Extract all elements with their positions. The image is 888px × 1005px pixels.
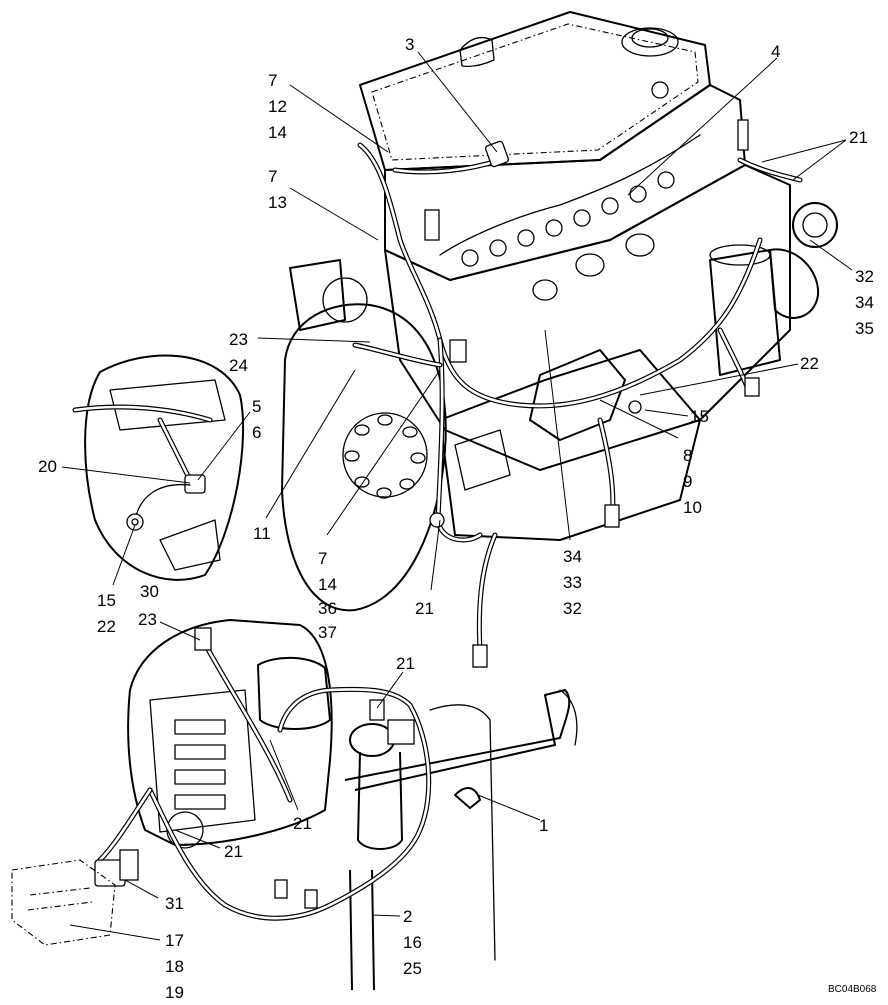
connector-7-13 — [424, 209, 440, 241]
block-core-plugs — [532, 233, 655, 301]
valve-cover-gasket-line — [371, 23, 699, 161]
valve-body-solenoids — [174, 719, 226, 810]
transmission-illustration — [11, 619, 578, 991]
head-ports — [461, 171, 675, 267]
callout-17-18-19: 17 18 19 — [165, 931, 189, 1000]
oil-filter-top — [709, 244, 771, 266]
callout-21-mid: 21 — [415, 599, 434, 618]
relay-31b — [119, 849, 139, 881]
engine-block — [384, 164, 791, 471]
inspection-cover — [454, 429, 511, 491]
injector-rail — [439, 134, 701, 256]
flywheel-bolt-circle — [342, 412, 428, 498]
callout-21-filter: 21 — [396, 654, 415, 673]
callout-31: 31 — [165, 894, 184, 913]
callout-1: 1 — [539, 816, 548, 835]
callout-labels: 3 4 7 12 14 7 13 21 32 34 35 23 24 22 15… — [38, 35, 879, 1002]
control-valve-body — [149, 689, 256, 833]
inset-ground-terminal — [126, 513, 144, 531]
callout-20: 20 — [38, 457, 57, 476]
callout-2-16-25: 2 16 25 — [403, 907, 427, 978]
callout-30: 30 — [140, 582, 159, 601]
callout-3: 3 — [405, 35, 414, 54]
callout-22-right: 22 — [800, 354, 819, 373]
frame-rail-outline — [429, 704, 496, 961]
flywheel-housing — [281, 303, 447, 612]
callout-21-top: 21 — [849, 128, 868, 147]
sensor-connector-3 — [484, 140, 510, 168]
mounting-post — [349, 869, 375, 991]
turbocharger-housing — [769, 248, 820, 319]
frame-clip-1 — [454, 787, 481, 809]
turbocharger-inlet — [792, 202, 838, 248]
inset-connector — [184, 474, 206, 494]
callout-23-lower: 23 — [138, 610, 157, 629]
valve-cover-plug — [651, 81, 669, 99]
reference-code: BC04B068 — [828, 984, 877, 995]
alternator-pulley — [322, 277, 368, 323]
inset-bracket — [109, 379, 226, 431]
inset-ground-wire — [134, 483, 191, 521]
ground-bolt-15 — [628, 400, 642, 414]
oil-filler-cap — [621, 27, 679, 57]
callout-34-33-32: 34 33 32 — [563, 547, 587, 618]
turbo-sensor-connector — [744, 377, 760, 397]
callout-32-34-35: 32 34 35 — [855, 267, 879, 338]
leader-lines — [61, 51, 853, 941]
callout-21-harness: 21 — [293, 814, 312, 833]
callout-5-6: 5 6 — [252, 397, 266, 442]
harness-clip-lower-2 — [304, 889, 318, 909]
callout-15-right: 15 — [690, 407, 709, 426]
connector-23 — [194, 627, 212, 651]
frame-crossmember — [344, 689, 571, 791]
filter-connector — [387, 719, 415, 745]
transmission-housing — [127, 619, 333, 846]
starter-motor — [529, 349, 626, 441]
inset-detail-view — [72, 354, 245, 581]
control-box-17 — [11, 859, 116, 946]
callout-7-12-14: 7 12 14 — [268, 71, 292, 142]
oil-filler-cap-top — [631, 28, 669, 48]
callout-4: 4 — [771, 42, 780, 61]
callout-7-14-36-37: 7 14 36 37 — [318, 549, 342, 642]
filter-canister — [357, 751, 403, 850]
callout-8-9-10: 8 9 10 — [683, 446, 702, 517]
engine-wiring-harness — [352, 119, 803, 668]
harness-junction-connector — [449, 339, 467, 363]
callout-15-22-inset: 15 22 — [97, 591, 121, 636]
fuel-temp-sensor — [737, 119, 749, 151]
bell-housing — [439, 349, 701, 541]
callout-11: 11 — [253, 524, 271, 543]
engine-oil-filter — [709, 249, 781, 376]
starter-connector — [604, 504, 620, 528]
harness-clamp-21 — [429, 512, 445, 528]
alternator — [289, 259, 346, 331]
callout-23-24: 23 24 — [229, 330, 253, 375]
clip-21-filter — [369, 699, 385, 721]
inset-mount — [159, 519, 221, 571]
flywheel-bolts — [344, 414, 426, 499]
turbocharger-inlet-inner — [802, 212, 828, 238]
callout-21-transmission: 21 — [224, 842, 243, 861]
breather-outlet — [459, 36, 495, 68]
transmission-filter-housing — [257, 656, 331, 730]
inset-outline — [84, 354, 245, 581]
harness-clip-lower — [274, 879, 288, 899]
engine-illustration — [281, 11, 838, 612]
callout-7-13: 7 13 — [268, 167, 287, 212]
harness-end-connector — [472, 644, 488, 668]
